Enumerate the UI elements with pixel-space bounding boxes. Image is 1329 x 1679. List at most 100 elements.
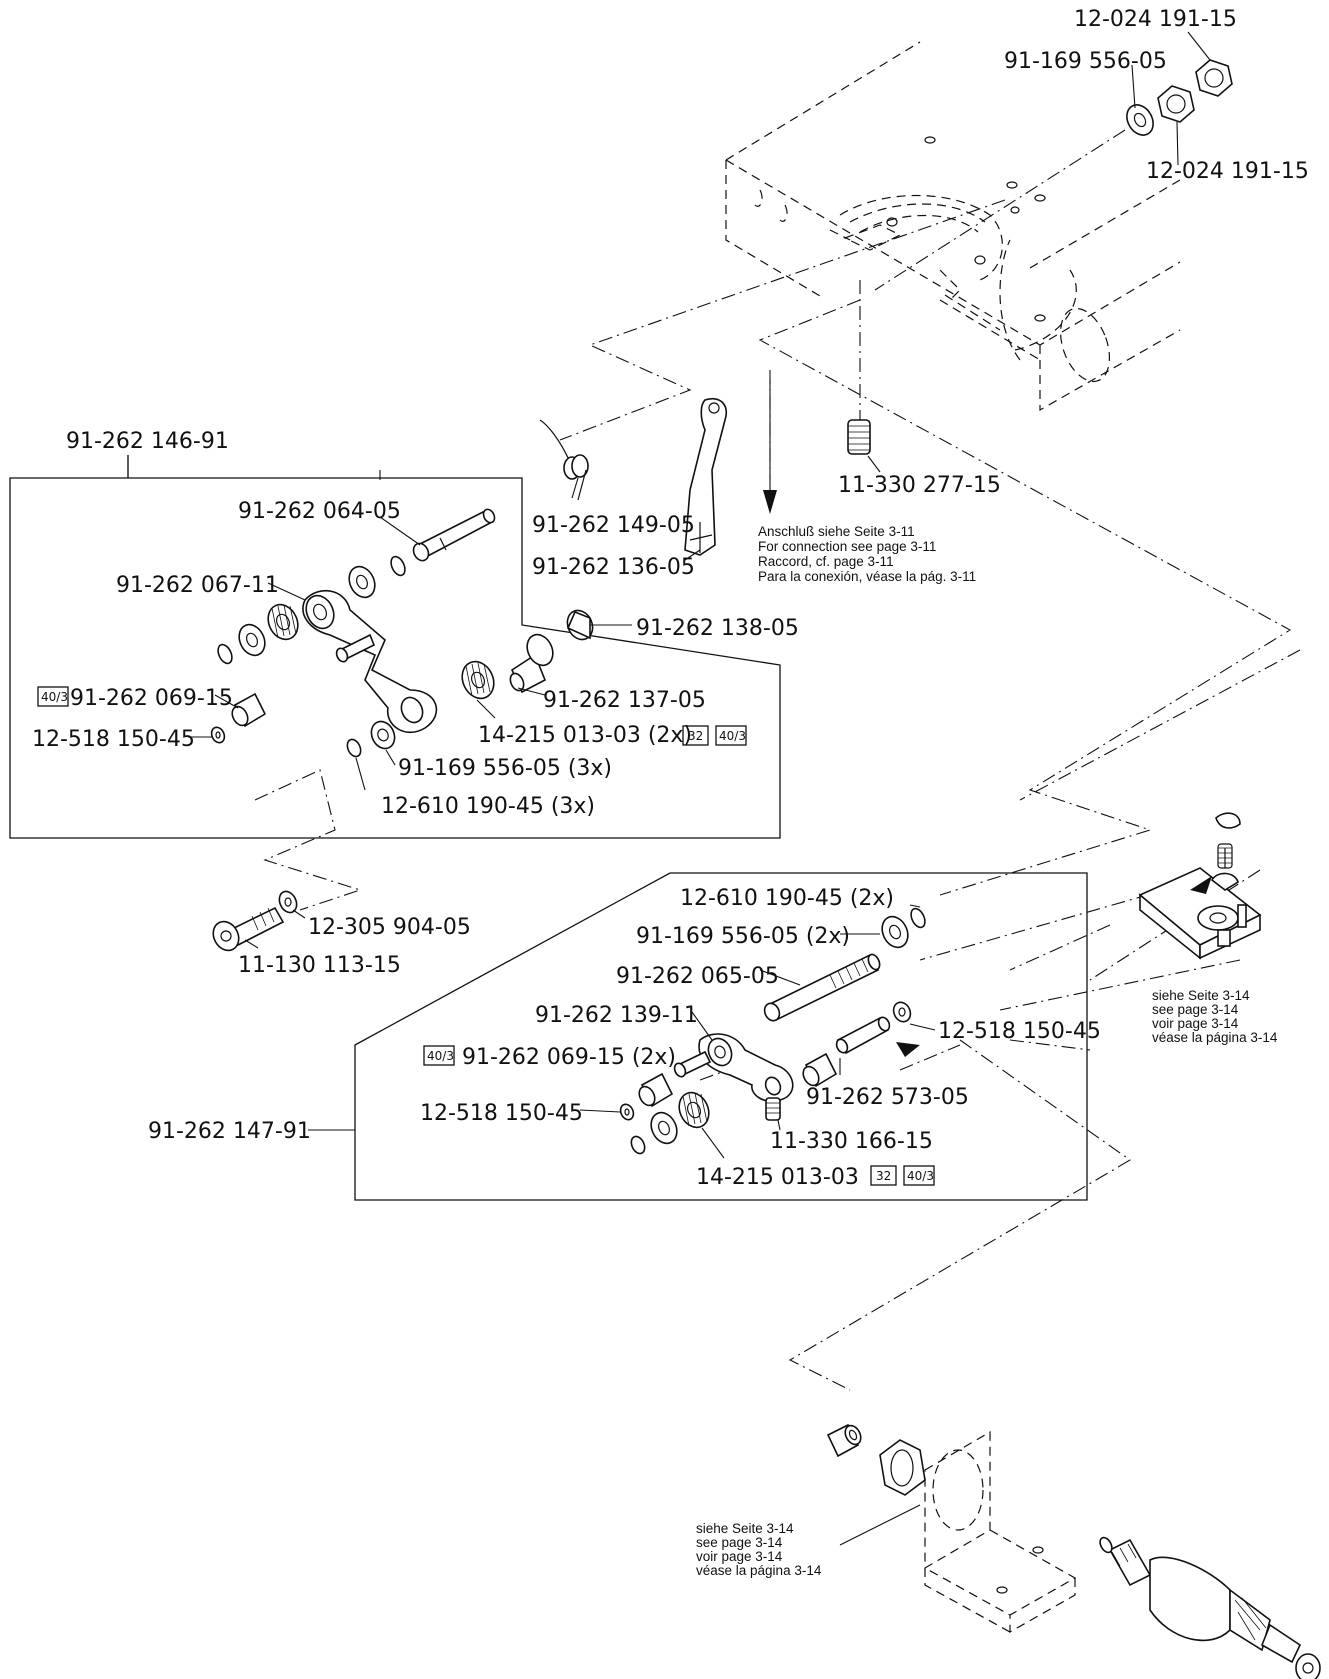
washer-small xyxy=(278,890,298,914)
svg-text:32: 32 xyxy=(688,729,703,743)
ref-box-lower-sleeve: 40/3 xyxy=(423,1045,455,1066)
callout-washer-small: 12-305 904-05 xyxy=(308,915,471,940)
ring-lower-right xyxy=(892,1001,912,1023)
connection-arrow xyxy=(763,380,777,514)
needle-bearing-upper-1 xyxy=(267,603,299,641)
ref-box-upper-sleeve: 40/3 xyxy=(37,686,69,707)
callout-washer-upper: 91-169 556-05 (3x) xyxy=(398,756,612,781)
sleeve-lower-1 xyxy=(802,1052,838,1088)
svg-text:40/3: 40/3 xyxy=(41,690,68,704)
ref-box-bearing-lower-40-3: 40/3 xyxy=(903,1165,935,1186)
callout-bearing-lower: 14-215 013-03 xyxy=(696,1165,859,1190)
callout-bearing-upper: 14-215 013-03 (2x) xyxy=(478,723,692,748)
arrow-lower xyxy=(896,1042,920,1057)
ring-upper xyxy=(210,726,226,744)
leader-lines xyxy=(127,31,1211,1546)
callout-spring: 91-262 149-05 xyxy=(532,513,695,538)
bolt-upper xyxy=(509,633,554,694)
pin-upper xyxy=(412,508,496,562)
svg-text:Para la conexión, véase la pág: Para la conexión, véase la pág. 3-11 xyxy=(758,569,976,584)
svg-text:Raccord, cf. page 3-11: Raccord, cf. page 3-11 xyxy=(758,554,894,569)
cap-screw xyxy=(212,906,285,952)
svg-text:32: 32 xyxy=(876,1169,891,1183)
crank-upper xyxy=(302,589,438,734)
washer-upper-3 xyxy=(370,720,396,750)
circlip-upper-3 xyxy=(346,738,362,758)
callout-ring-lower-left: 12-518 150-45 xyxy=(420,1101,583,1126)
pneumatic-cylinder xyxy=(1099,1536,1321,1679)
note-connection: Anschluß siehe Seite 3-11 For connection… xyxy=(758,524,976,584)
pin-lower xyxy=(835,1016,891,1055)
callout-screw-cap: 11-130 113-15 xyxy=(238,953,401,978)
callout-assembly-lower: 91-262 147-91 xyxy=(148,1119,311,1144)
ring-lower-left xyxy=(619,1103,635,1121)
svg-text:Anschluß siehe Seite 3-11: Anschluß siehe Seite 3-11 xyxy=(758,524,915,539)
svg-text:véase la página 3-14: véase la página 3-14 xyxy=(1152,1030,1278,1045)
washer-lower-2 xyxy=(650,1111,678,1145)
circlip-upper-1 xyxy=(390,555,406,577)
lever-arm xyxy=(684,398,727,556)
latch-subassembly xyxy=(1138,812,1262,960)
callout-lever: 91-262 136-05 xyxy=(532,555,695,580)
circlip-upper-2 xyxy=(217,643,233,665)
ref-box-bearing-lower-32: 32 xyxy=(870,1165,897,1186)
svg-text:40/3: 40/3 xyxy=(719,729,746,743)
crank-lower xyxy=(673,1033,794,1103)
shaft-lower xyxy=(763,953,881,1022)
cylinder-bracket xyxy=(924,1430,1077,1634)
svg-text:siehe Seite 3-14: siehe Seite 3-14 xyxy=(1152,988,1250,1003)
callout-screw-top: 11-330 277-15 xyxy=(838,473,1001,498)
callout-sleeve-upper: 91-262 069-15 xyxy=(70,686,233,711)
washer-top xyxy=(1126,104,1154,136)
ref-box-bearing-upper-32: 32 xyxy=(682,725,709,746)
callout-screw-lower: 11-330 166-15 xyxy=(770,1129,933,1154)
callout-washer-top: 91-169 556-05 xyxy=(1004,49,1167,74)
callout-crank-lower: 91-262 139-11 xyxy=(535,1003,698,1028)
callout-ring-upper: 12-518 150-45 xyxy=(32,727,195,752)
svg-text:For connection see page 3-11: For connection see page 3-11 xyxy=(758,539,936,554)
hex-nut-top xyxy=(1195,59,1233,97)
hex-nut-middle xyxy=(1157,85,1195,123)
callout-circlip-upper: 12-610 190-45 (3x) xyxy=(381,794,595,819)
set-screw-top xyxy=(847,419,871,455)
washer-upper-1 xyxy=(348,565,376,599)
callout-nut-top: 12-024 191-15 xyxy=(1074,7,1237,32)
washer-lower xyxy=(881,915,909,949)
callout-ring-lower-right: 12-518 150-45 xyxy=(938,1019,1101,1044)
ref-box-bearing-upper-40-3: 40/3 xyxy=(715,725,747,746)
lock-nut xyxy=(879,1439,926,1496)
bushing-upper xyxy=(566,609,594,641)
needle-bearing-upper-2 xyxy=(461,660,495,700)
callout-crank-upper: 91-262 067-11 xyxy=(116,573,279,598)
sleeve-lower-2 xyxy=(638,1072,674,1108)
svg-text:véase la página 3-14: véase la página 3-14 xyxy=(696,1563,822,1578)
machine-bed-housing xyxy=(725,41,1181,412)
note-page-ref-right: siehe Seite 3-14 see page 3-14 voir page… xyxy=(1152,988,1278,1045)
callout-pin-lower: 91-262 573-05 xyxy=(806,1085,969,1110)
threaded-sleeve xyxy=(826,1423,862,1458)
svg-text:40/3: 40/3 xyxy=(907,1169,934,1183)
circlip-lower xyxy=(910,907,926,929)
callout-washer-lower: 91-169 556-05 (2x) xyxy=(636,924,850,949)
svg-text:see page 3-14: see page 3-14 xyxy=(696,1535,783,1550)
callout-shaft-lower: 91-262 065-05 xyxy=(616,964,779,989)
callout-sleeve-lower: 91-262 069-15 (2x) xyxy=(462,1045,676,1070)
callout-bolt-upper: 91-262 137-05 xyxy=(543,688,706,713)
circlip-lower-2 xyxy=(630,1135,646,1155)
set-screw-lower xyxy=(765,1097,781,1121)
assembly-frame-lower xyxy=(354,872,1088,1201)
callout-pin-upper: 91-262 064-05 xyxy=(238,499,401,524)
note-page-ref-bottom: siehe Seite 3-14 see page 3-14 voir page… xyxy=(696,1521,822,1578)
svg-text:voir page 3-14: voir page 3-14 xyxy=(696,1549,783,1564)
washer-upper-2 xyxy=(238,623,266,657)
svg-text:see page 3-14: see page 3-14 xyxy=(1152,1002,1239,1017)
needle-bearing-lower xyxy=(678,1091,710,1129)
svg-text:siehe Seite 3-14: siehe Seite 3-14 xyxy=(696,1521,794,1536)
torsion-spring xyxy=(539,419,589,501)
svg-text:40/3: 40/3 xyxy=(427,1049,454,1063)
callout-nut-top2: 12-024 191-15 xyxy=(1146,159,1309,184)
sleeve-upper xyxy=(231,692,267,728)
callout-circlip-lower: 12-610 190-45 (2x) xyxy=(680,886,894,911)
callout-assembly-upper: 91-262 146-91 xyxy=(66,429,229,454)
